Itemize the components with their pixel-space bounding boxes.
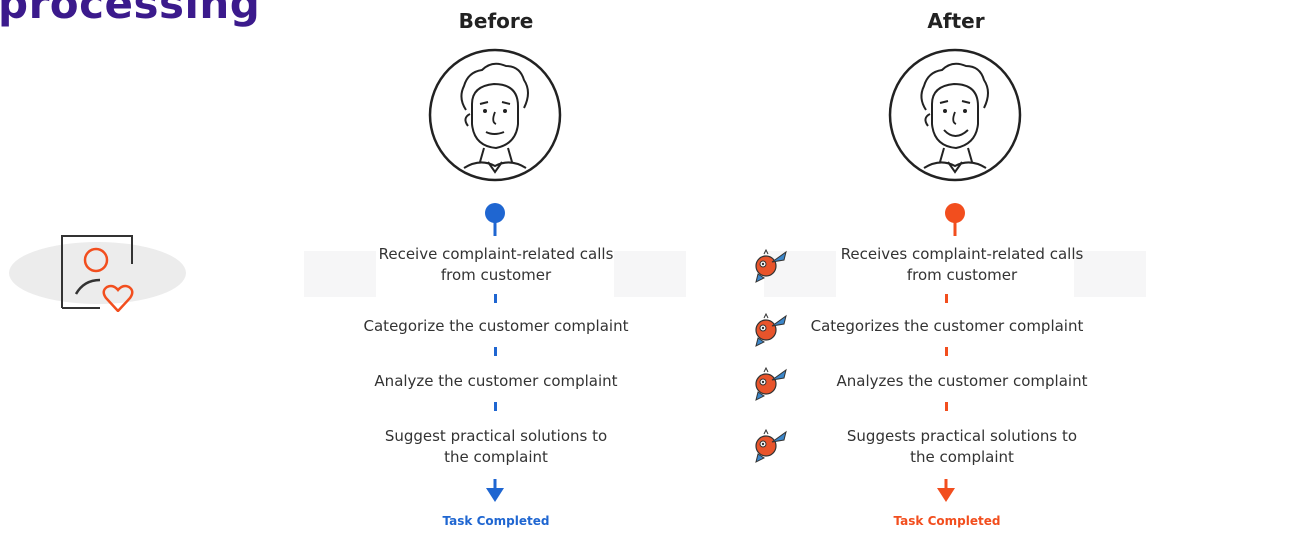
after-task-completed: Task Completed <box>893 514 1001 528</box>
start-pin-icon <box>485 203 505 236</box>
before-step-3: Analyze the customer complaint <box>374 372 618 390</box>
page-title: processing <box>0 0 261 28</box>
connector <box>494 402 497 411</box>
arrow-down-icon <box>937 479 955 502</box>
connector <box>494 347 497 356</box>
before-heading: Before <box>458 9 534 33</box>
smiling-person-avatar-icon <box>888 48 1022 182</box>
after-step-3: Analyzes the customer complaint <box>836 372 1088 390</box>
connector <box>945 347 948 356</box>
after-step-1: Receives complaint-related calls from cu… <box>840 245 1084 284</box>
after-step-2: Categorizes the customer complaint <box>810 317 1084 335</box>
after-step-4: Suggests practical solutions to the comp… <box>846 427 1078 466</box>
before-step-1: Receive complaint-related calls from cus… <box>378 245 614 284</box>
before-step-4: Suggest practical solutions to the compl… <box>384 427 608 466</box>
customer-care-icon <box>61 235 134 312</box>
person-avatar-icon <box>428 48 562 182</box>
connector <box>494 294 497 303</box>
start-pin-icon <box>945 203 965 236</box>
robot-mascot-icon <box>755 248 787 283</box>
connector <box>945 402 948 411</box>
step-highlight-band <box>304 251 686 297</box>
robot-mascot-icon <box>755 428 787 463</box>
after-heading: After <box>927 9 985 33</box>
connector <box>945 294 948 303</box>
before-task-completed: Task Completed <box>442 514 550 528</box>
arrow-down-icon <box>486 479 504 502</box>
persona-background <box>9 242 186 304</box>
robot-mascot-icon <box>755 366 787 401</box>
before-step-2: Categorize the customer complaint <box>363 317 629 335</box>
step-highlight-band <box>764 251 1146 297</box>
robot-mascot-icon <box>755 312 787 347</box>
